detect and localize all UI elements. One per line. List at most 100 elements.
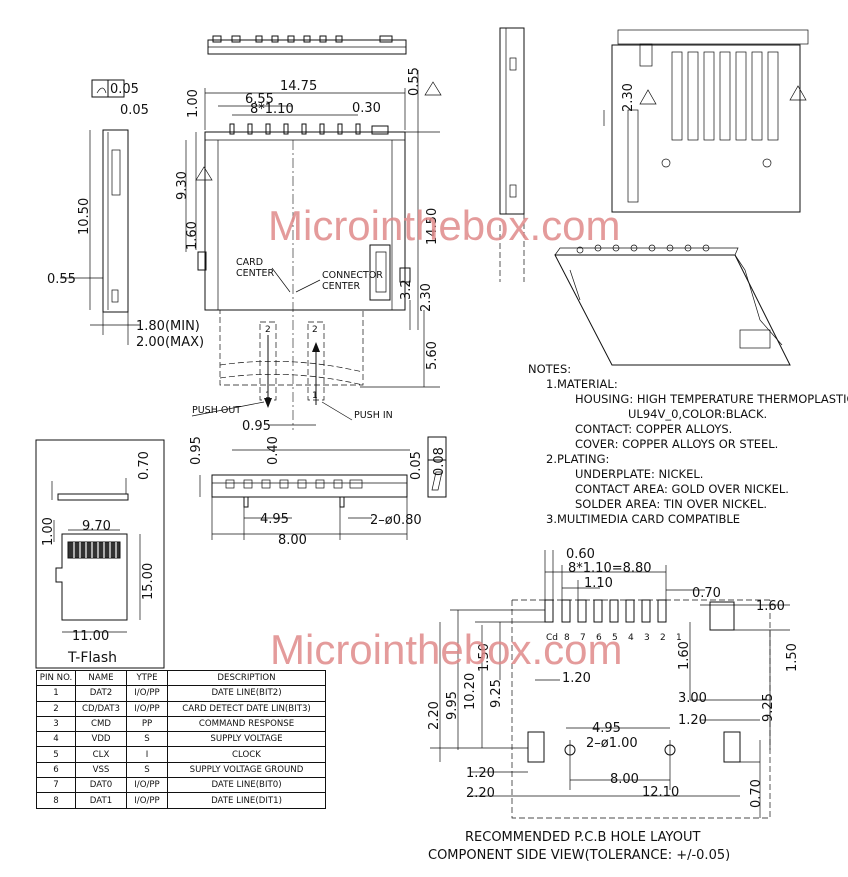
pin-description: CLOCK: [167, 746, 326, 763]
push-in-label: PUSH IN: [354, 410, 393, 421]
connector-center-label-2: CENTER: [322, 281, 361, 292]
pin-type: I/O/PP: [126, 685, 168, 702]
pcb-dim-220b: 2.20: [466, 786, 495, 801]
pin-description: SUPPLY VOLTAGE GROUND: [167, 761, 326, 779]
dim-930: 9.30: [175, 171, 190, 200]
pin-description: DATE LINE(BIT0): [167, 777, 326, 794]
dim-width-total: 14.75: [280, 79, 317, 94]
profile-view: [499, 27, 525, 282]
top-pins: [229, 123, 389, 135]
front-dim-095: 0.95: [189, 436, 204, 465]
pin-name: DAT2: [75, 685, 127, 702]
pcb-pin-label-3: 3: [644, 633, 650, 643]
notes-title: NOTES:: [528, 362, 571, 376]
front-hole: 2–ø0.80: [370, 513, 422, 528]
pcb-dim-150r: 1.50: [785, 643, 800, 672]
front-dim-005: 0.05: [409, 451, 424, 480]
pcb-pin-label-5: 5: [612, 633, 618, 643]
pin-table-header-type: YTPE: [126, 669, 168, 687]
dim-pitch: 8*1.10: [250, 102, 294, 117]
thickness-min: 1.80(MIN): [136, 319, 200, 334]
tflash-dim-970: 9.70: [82, 519, 111, 534]
pcb-dim-120b: 1.20: [678, 713, 707, 728]
pin-type: S: [126, 731, 168, 748]
pin-name: VDD: [75, 731, 127, 748]
pcb-dim-800: 8.00: [610, 772, 639, 787]
push-distance: 0.95: [242, 419, 271, 434]
thickness-max: 2.00(MAX): [136, 335, 204, 350]
pcb-v-150: 1.50: [477, 643, 492, 672]
pin-no: 6: [36, 761, 76, 779]
dim-32: 3.2: [399, 279, 414, 300]
note-line-6: 2.PLATING:: [546, 452, 609, 466]
dim-1050: 10.50: [77, 198, 92, 235]
dim-230: 2.30: [419, 283, 434, 312]
pcb-dim-070b: 0.70: [749, 779, 764, 808]
pcb-dim-495: 4.95: [592, 721, 621, 736]
iso-dim-230: 2.30: [621, 83, 636, 112]
pin-no: 5: [36, 746, 76, 763]
pcb-pads: [527, 599, 741, 763]
front-dim-800: 8.00: [278, 533, 307, 548]
pin-name: CLX: [75, 746, 127, 763]
pcb-v-1020: 10.20: [463, 673, 478, 710]
pcb-dim-160r: 1.60: [756, 599, 785, 614]
pcb-dim-1210: 12.10: [642, 785, 679, 800]
pin-description: DATE LINE(DIT1): [167, 792, 326, 809]
front-view: 0.95 0.40 0.05 0.08 4.95 8.00 2–ø0.80: [189, 436, 447, 548]
iso-3d-view: [554, 244, 791, 366]
pin-name: CD/DAT3: [75, 700, 127, 717]
svg-text:2: 2: [312, 325, 318, 335]
front-flatness: 0.08: [432, 447, 447, 476]
pin-no: 3: [36, 715, 76, 733]
connector-center-label-1: CONNECTOR: [322, 270, 383, 281]
pcb-pin-labels: Cd 8 7 6 5 4 3 2 1: [546, 633, 682, 643]
pin-name: DAT0: [75, 777, 127, 794]
note-line-7: UNDERPLATE: NICKEL.: [575, 467, 703, 481]
dim-560: 5.60: [425, 341, 440, 370]
note-line-4: CONTACT: COPPER ALLOYS.: [575, 422, 732, 436]
note-line-9: SOLDER AREA: TIN OVER NICKEL.: [575, 497, 767, 511]
pcb-pin-label-4: 4: [628, 633, 634, 643]
svg-text:1: 1: [312, 391, 318, 401]
dim-top-h: 1.00: [186, 89, 201, 118]
pcb-caption-1: RECOMMENDED P.C.B HOLE LAYOUT: [465, 830, 701, 845]
tflash-dim-1500: 15.00: [141, 563, 156, 600]
pin-name: CMD: [75, 715, 127, 733]
pcb-dim-160: 1.60: [677, 641, 692, 670]
note-line-1: 1.MATERIAL:: [546, 377, 618, 391]
pin-no: 2: [36, 700, 76, 717]
pin-table-header-pin: PIN NO.: [36, 669, 76, 687]
front-dim-040: 0.40: [266, 436, 281, 465]
note-line-10: 3.MULTIMEDIA CARD COMPATIBLE: [546, 512, 740, 526]
pin-no: 7: [36, 777, 76, 794]
note-line-5: COVER: COPPER ALLOYS OR STEEL.: [575, 437, 778, 451]
pcb-v-995: 9.95: [445, 691, 460, 720]
flatness-symbol-value: 0.05: [110, 82, 139, 97]
tflash-dim-100: 1.00: [41, 517, 56, 546]
pcb-dim-925r: 9.25: [761, 693, 776, 722]
top-connector-profile: [207, 35, 407, 55]
pcb-dim-070: 0.70: [692, 586, 721, 601]
pcb-caption-2: COMPONENT SIDE VIEW(TOLERANCE: +/-0.05): [428, 848, 730, 863]
notes-block: NOTES: 1.MATERIAL: HOUSING: HIGH TEMPERA…: [528, 362, 848, 526]
pcb-layout: Cd 8 7 6 5 4 3 2 1: [427, 547, 800, 863]
pin-description: COMMAND RESPONSE: [167, 715, 326, 733]
pcb-dim-110: 1.10: [584, 576, 613, 591]
pin-table-header-name: NAME: [75, 669, 127, 687]
pcb-dim-060: 0.60: [566, 547, 595, 562]
watermark-top: Microinthebox.com: [268, 202, 620, 249]
pin-no: 4: [36, 731, 76, 748]
pin-name: DAT1: [75, 792, 127, 809]
pcb-pin-label-1: 1: [676, 633, 682, 643]
card-center-label-1: CARD: [236, 257, 263, 268]
tflash-dim-070: 0.70: [137, 451, 152, 480]
dim-offset: 6.55: [245, 92, 274, 107]
pcb-dim-pitch: 8*1.10=8.80: [568, 561, 652, 576]
watermark-bottom: Microinthebox.com: [270, 626, 622, 673]
